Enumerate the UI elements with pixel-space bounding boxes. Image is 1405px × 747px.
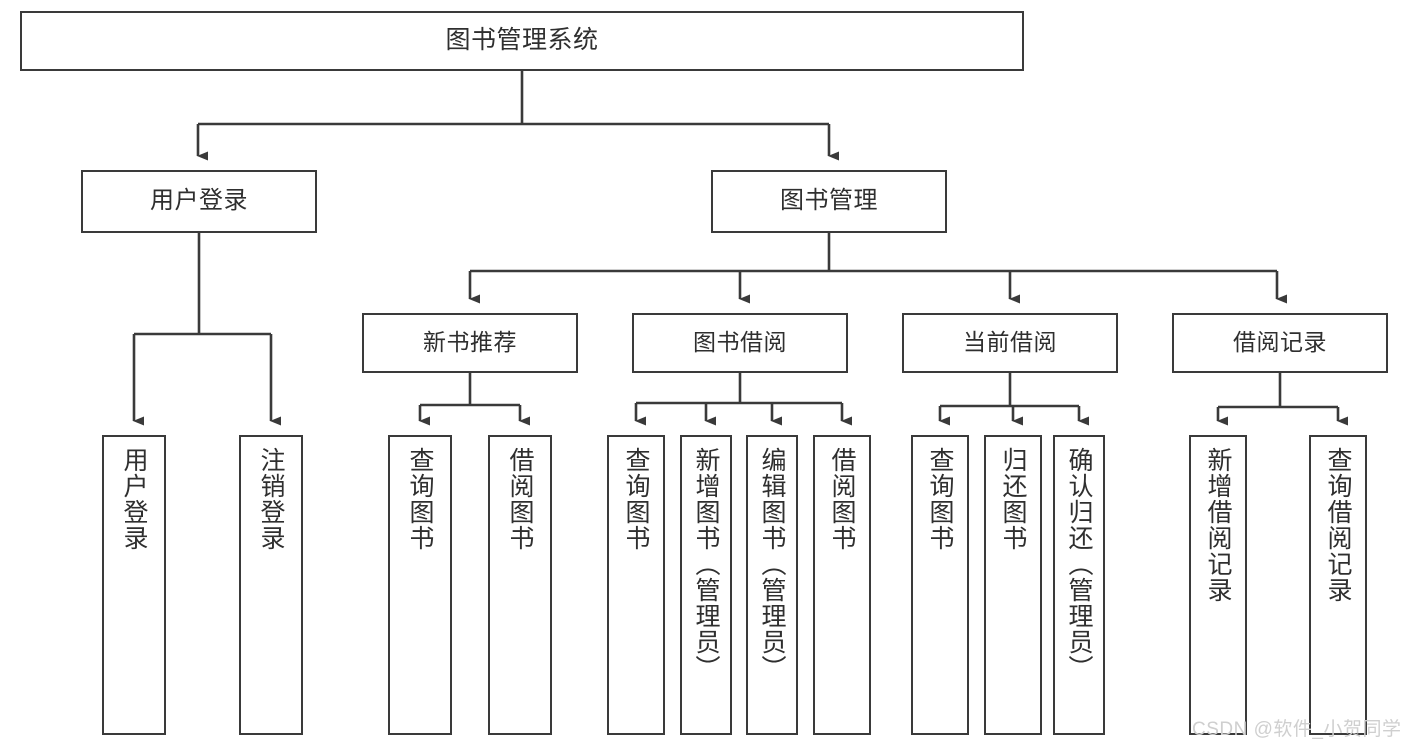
node-leaf-br-add-record[interactable]: 新增借阅记录: [1189, 435, 1247, 735]
node-new-book-recommend-label: 新书推荐: [423, 329, 517, 356]
node-leaf-bb-borrow-book[interactable]: 借阅图书: [813, 435, 871, 735]
node-current-borrow[interactable]: 当前借阅: [902, 313, 1118, 373]
node-leaf-rec-query-book[interactable]: 查询图书: [388, 435, 452, 735]
node-leaf-cb-query-book-label: 查询图书: [926, 447, 954, 551]
node-root-label: 图书管理系统: [445, 26, 599, 55]
node-borrow-record[interactable]: 借阅记录: [1172, 313, 1388, 373]
node-user-login[interactable]: 用户登录: [81, 170, 317, 233]
node-leaf-cb-return-book-label: 归还图书: [999, 447, 1027, 551]
csdn-watermark: CSDN @软件_小贺同学: [1192, 719, 1402, 740]
node-leaf-cb-return-book[interactable]: 归还图书: [984, 435, 1042, 735]
node-leaf-bb-add-book-label: 新增图书（管理员）: [692, 447, 720, 681]
node-leaf-bb-query-book-label: 查询图书: [622, 447, 650, 551]
node-leaf-bb-edit-book-label: 编辑图书（管理员）: [758, 447, 786, 681]
node-leaf-bb-borrow-book-label: 借阅图书: [828, 447, 856, 551]
node-leaf-bb-query-book[interactable]: 查询图书: [607, 435, 665, 735]
node-leaf-rec-query-book-label: 查询图书: [406, 447, 434, 551]
node-book-manage[interactable]: 图书管理: [711, 170, 947, 233]
node-leaf-cb-confirm-return[interactable]: 确认归还（管理员）: [1053, 435, 1105, 735]
node-leaf-rec-borrow-book[interactable]: 借阅图书: [488, 435, 552, 735]
node-leaf-bb-add-book[interactable]: 新增图书（管理员）: [680, 435, 732, 735]
node-book-borrow[interactable]: 图书借阅: [632, 313, 848, 373]
node-leaf-br-query-record-label: 查询借阅记录: [1324, 447, 1352, 603]
node-leaf-bb-edit-book[interactable]: 编辑图书（管理员）: [746, 435, 798, 735]
node-leaf-cb-query-book[interactable]: 查询图书: [911, 435, 969, 735]
node-leaf-user-login[interactable]: 用户登录: [102, 435, 166, 735]
node-leaf-rec-borrow-book-label: 借阅图书: [506, 447, 534, 551]
node-leaf-user-login-label: 用户登录: [120, 447, 148, 551]
node-leaf-user-logout[interactable]: 注销登录: [239, 435, 303, 735]
node-current-borrow-label: 当前借阅: [963, 329, 1057, 356]
node-new-book-recommend[interactable]: 新书推荐: [362, 313, 578, 373]
node-leaf-cb-confirm-return-label: 确认归还（管理员）: [1065, 447, 1093, 681]
node-leaf-user-logout-label: 注销登录: [257, 447, 285, 551]
node-leaf-br-query-record[interactable]: 查询借阅记录: [1309, 435, 1367, 735]
node-book-manage-label: 图书管理: [780, 187, 878, 215]
node-user-login-label: 用户登录: [150, 187, 248, 215]
node-borrow-record-label: 借阅记录: [1233, 329, 1327, 356]
node-leaf-br-add-record-label: 新增借阅记录: [1204, 447, 1232, 603]
node-book-borrow-label: 图书借阅: [693, 329, 787, 356]
node-root[interactable]: 图书管理系统: [20, 11, 1024, 71]
